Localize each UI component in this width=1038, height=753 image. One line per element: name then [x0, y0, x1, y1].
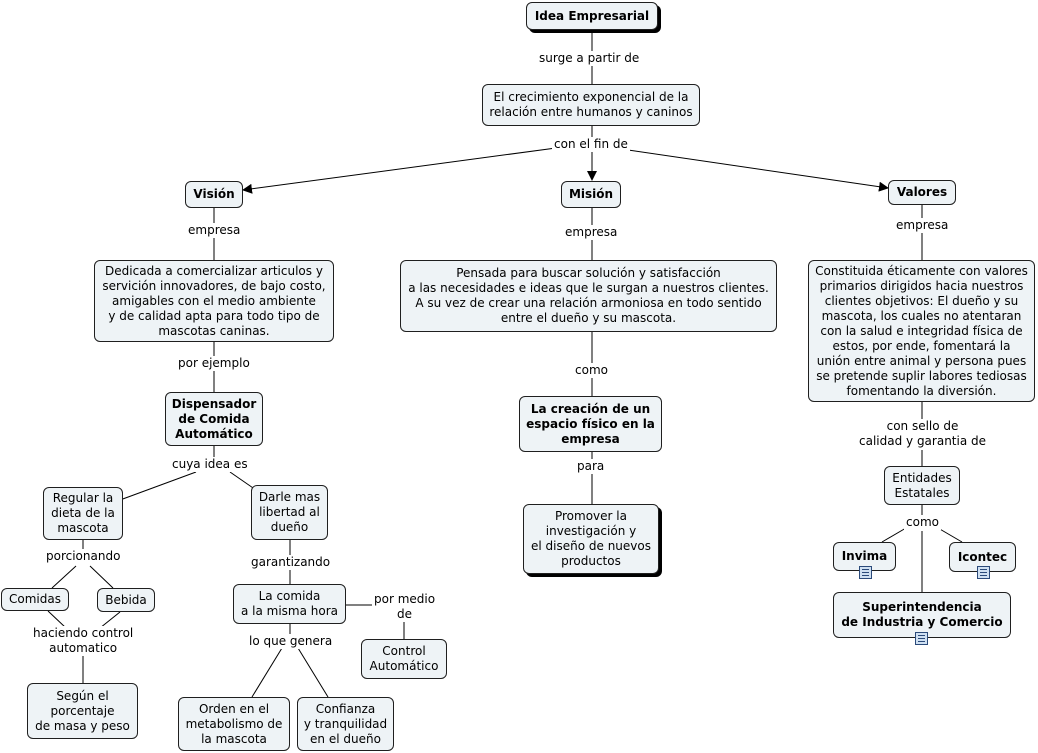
link-label-lo-que-genera: lo que genera: [247, 634, 335, 649]
dispensador-node[interactable]: Dispensador de Comida Automático: [165, 392, 263, 446]
document-icon[interactable]: [859, 566, 872, 579]
confianza-node[interactable]: Confianza y tranquilidad en el dueño: [297, 697, 394, 751]
edge-como-icontec: [937, 527, 963, 543]
mision-node[interactable]: Misión: [561, 181, 621, 208]
vision-node[interactable]: Visión: [185, 181, 243, 208]
bebida-node[interactable]: Bebida: [97, 588, 155, 612]
edge-loque-confianza: [297, 647, 329, 698]
link-label-como-mision: como: [573, 363, 610, 378]
edge-bebida-haciendo: [99, 611, 121, 629]
promover-node[interactable]: Promover la investigación y el diseño de…: [523, 504, 659, 574]
link-label-garantizando: garantizando: [249, 555, 333, 570]
link-label-como-entidades: como: [904, 515, 941, 530]
edge-porc-comidas: [51, 565, 77, 589]
link-label-por-medio: por medio de: [372, 592, 438, 622]
link-label-porcionando: porcionando: [44, 549, 123, 564]
edge-porc-bebida: [89, 565, 114, 589]
edge-cuya-regular: [119, 471, 197, 501]
creacion-espacio-node[interactable]: La creación de un espacio físico en la e…: [519, 396, 662, 452]
entidades-estatales-node[interactable]: Entidades Estatales: [884, 466, 960, 505]
link-label-surge: surge a partir de: [537, 51, 642, 66]
edge-confin-vision: [242, 147, 557, 194]
edge-comidas-haciendo: [47, 610, 67, 629]
document-icon[interactable]: [977, 566, 990, 579]
segun-porcentaje-node[interactable]: Según el porcentaje de masa y peso: [27, 683, 138, 739]
regular-dieta-node[interactable]: Regular la dieta de la mascota: [43, 487, 123, 540]
superintendencia-node[interactable]: Superintendencia de Industria y Comercio: [833, 592, 1011, 638]
link-label-haciendo-control: haciendo control automatico: [31, 626, 136, 656]
comida-misma-hora-node[interactable]: La comida a la misma hora: [233, 584, 346, 624]
darle-libertad-node[interactable]: Darle mas libertad al dueño: [251, 485, 328, 540]
document-icon[interactable]: [915, 632, 928, 645]
edge-como-invima: [881, 527, 907, 543]
edge-loque-orden: [251, 647, 283, 698]
vision-description-node[interactable]: Dedicada a comercializar articulos y ser…: [94, 260, 334, 342]
link-label-con-sello: con sello de calidad y garantia de: [857, 419, 989, 449]
link-label-empresa-vision: empresa: [186, 223, 243, 238]
comidas-node[interactable]: Comidas: [1, 588, 69, 611]
edge-confin-valores: [627, 149, 889, 192]
link-label-por-ejemplo: por ejemplo: [176, 356, 252, 371]
idea-empresarial-node[interactable]: Idea Empresarial: [526, 2, 658, 30]
link-label-cuya-idea: cuya idea es: [170, 457, 250, 472]
crecimiento-node[interactable]: El crecimiento exponencial de la relació…: [482, 84, 700, 126]
orden-metabolismo-node[interactable]: Orden en el metabolismo de la mascota: [178, 697, 290, 751]
valores-node[interactable]: Valores: [888, 180, 956, 205]
valores-description-node[interactable]: Constituida éticamente con valores prima…: [808, 260, 1035, 402]
control-automatico-node[interactable]: Control Automático: [361, 639, 447, 679]
link-label-empresa-mision: empresa: [563, 225, 620, 240]
mision-description-node[interactable]: Pensada para buscar solución y satisfacc…: [400, 260, 777, 332]
link-label-para: para: [575, 459, 607, 474]
link-label-empresa-valores: empresa: [894, 218, 951, 233]
link-label-con-fin: con el fin de: [552, 137, 630, 152]
